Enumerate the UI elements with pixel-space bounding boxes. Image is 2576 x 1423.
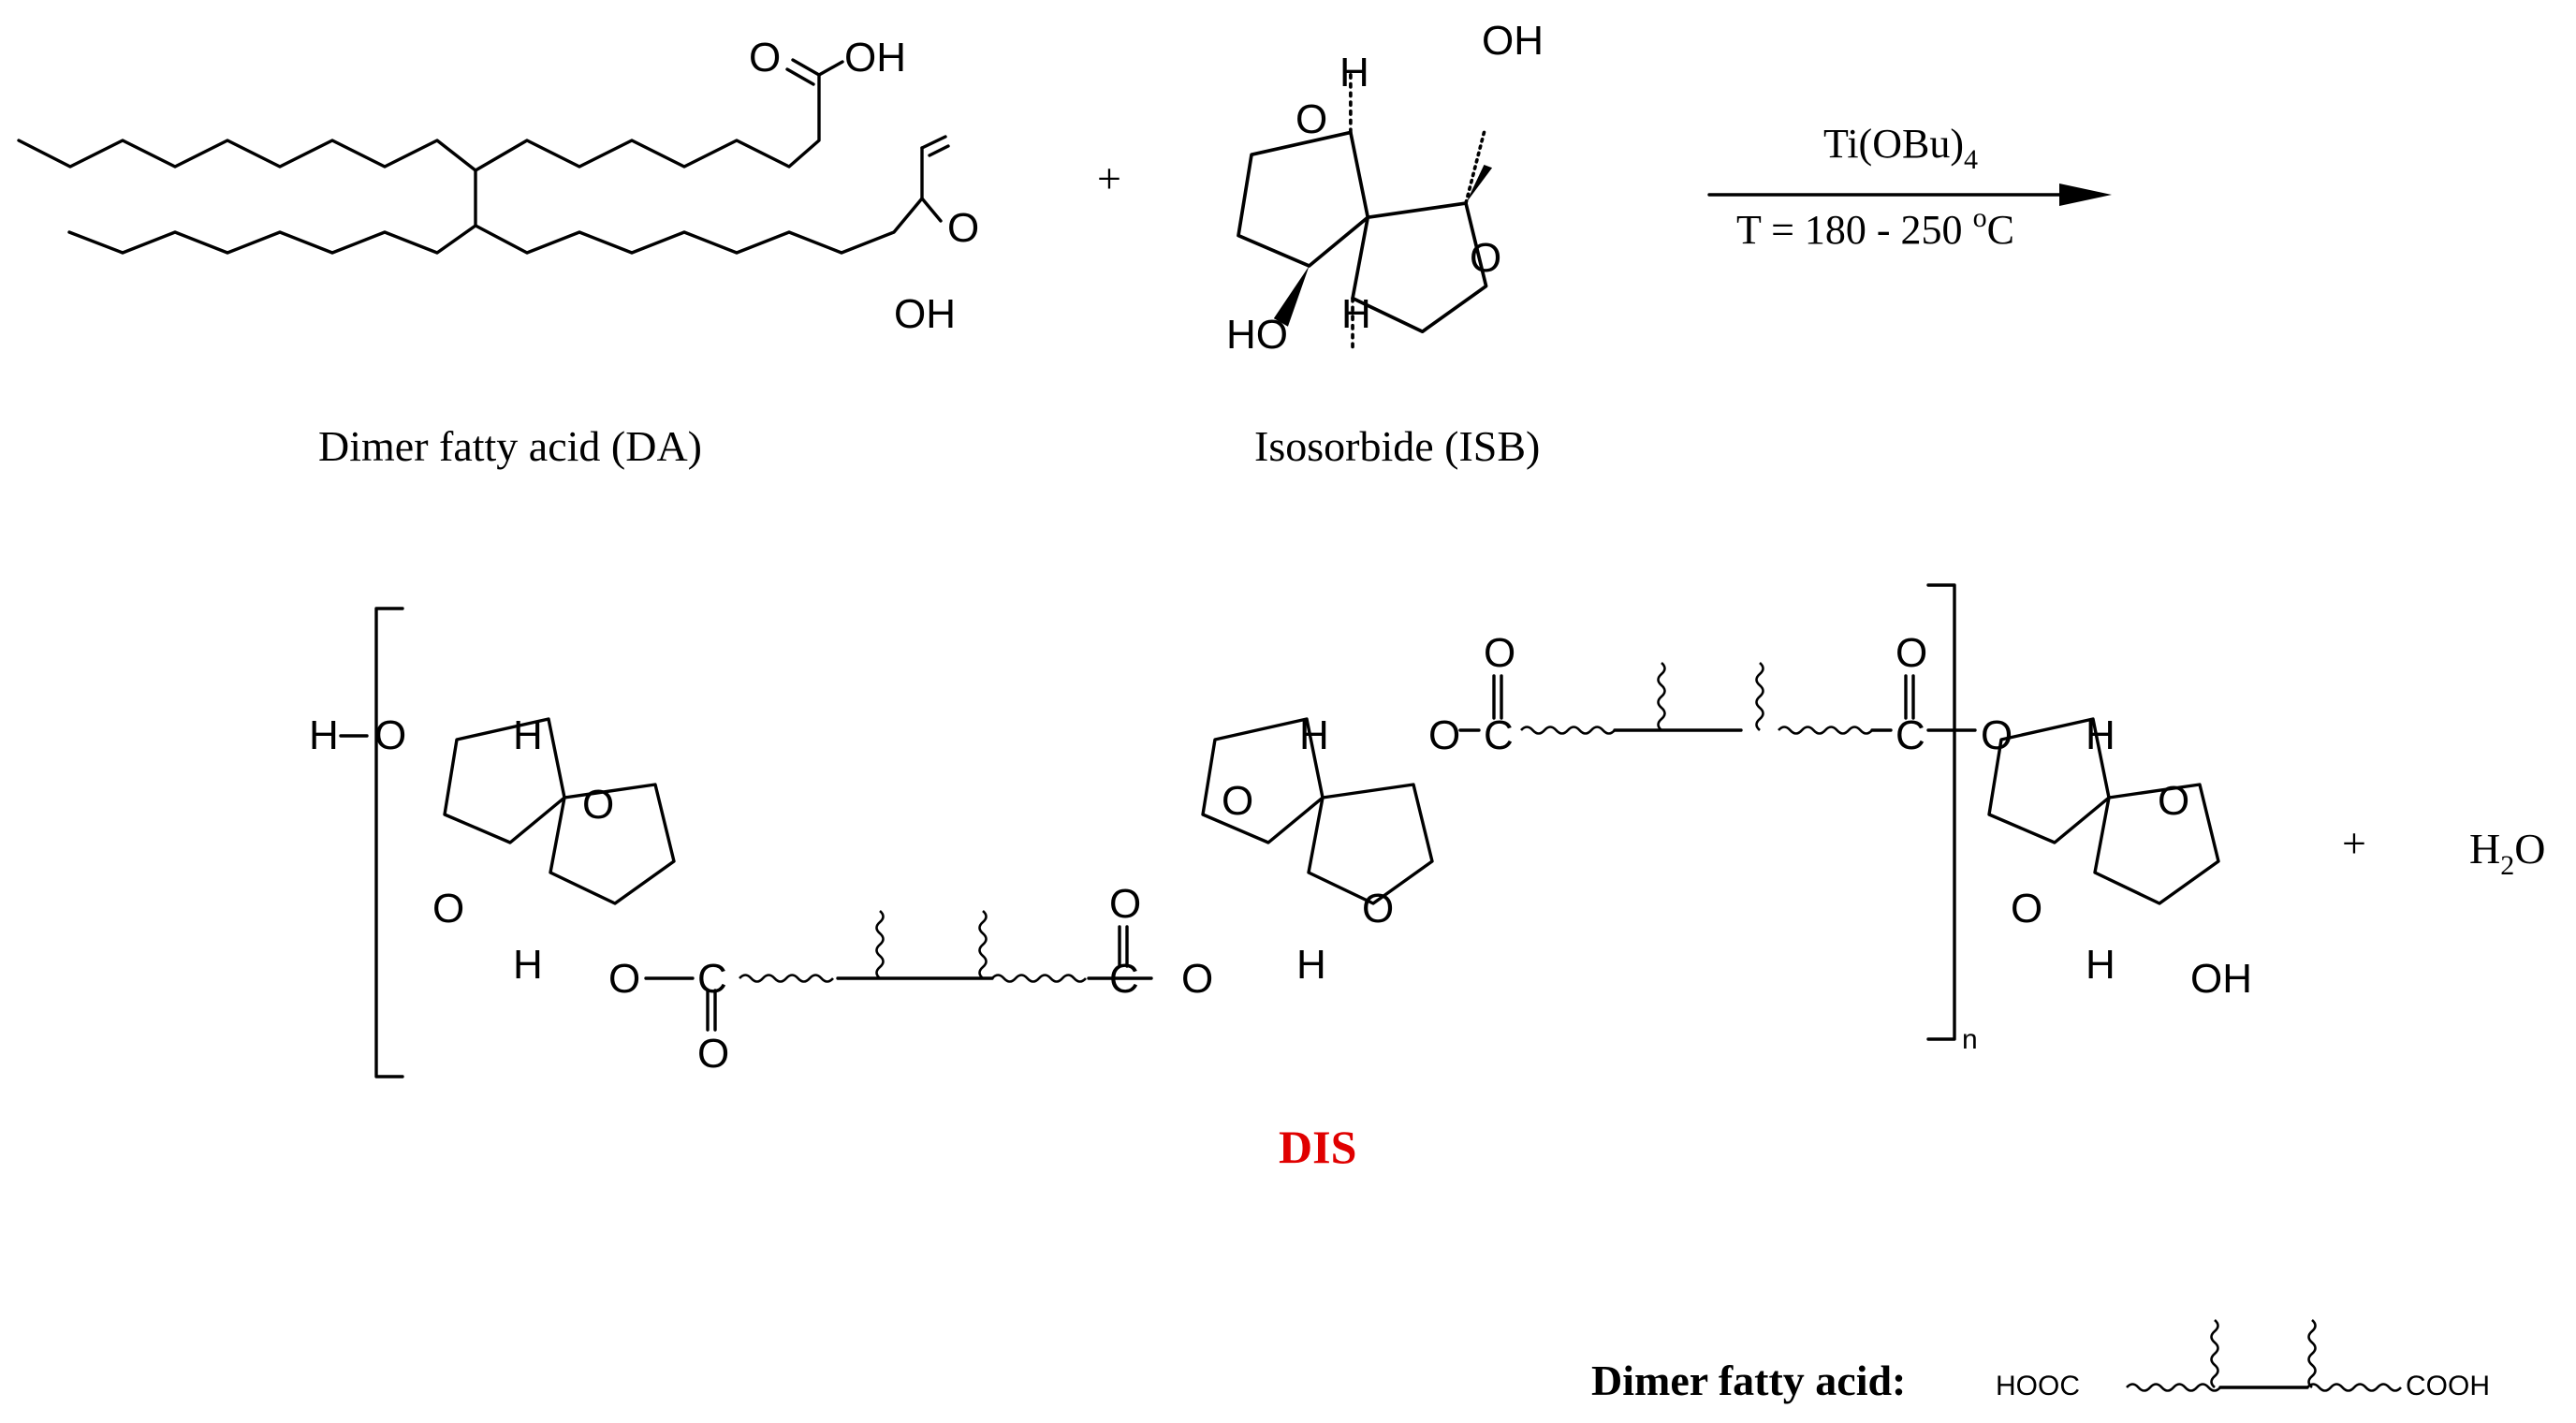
p2-h-bottom: H [1296,942,1326,988]
isosorbide-structure [1237,71,1493,349]
p3-ring-o: O [2158,778,2189,824]
p2-ring-o: O [1222,778,1253,824]
isb-top-h: H [1339,50,1369,95]
product-ester-linkages [644,661,1977,1032]
temperature-label: T = 180 - 250 oC [1736,202,2014,253]
legend-label: Dimer fatty acid: [1591,1357,1906,1404]
end-h: H [309,712,339,758]
p1-h-top: H [513,712,543,758]
repeat-subscript: n [1962,1024,1978,1055]
ester-carbonyl-o-2: O [1109,881,1141,927]
repeat-bracket-right [1926,583,1956,1041]
da-bottom-oh: OH [894,291,956,337]
p3-ring-o2: O [2011,886,2042,932]
catalyst-label: Ti(OBu)4 [1823,121,1978,175]
da-top-oh: OH [844,35,906,81]
water-formula: H2O [2469,825,2545,881]
ester-c-1: C [697,956,727,1002]
end-o: O [374,712,406,758]
isb-ring-o-left: O [1295,96,1327,142]
ester-c-2: C [1109,956,1139,1002]
p1-h-bottom: H [513,942,543,988]
ester-c-3: C [1484,712,1514,758]
isb-top-oh: OH [1482,18,1544,64]
product-plus-sign: + [2342,819,2366,867]
p2-ester-o-top: O [1428,712,1460,758]
p3-h-top: H [2086,712,2115,758]
isb-name-label: Isosorbide (ISB) [1254,422,1540,470]
product-isb-unit-3 [1987,717,2220,905]
product-name-label: DIS [1279,1121,1356,1173]
p3-end-oh: OH [2190,956,2252,1002]
product-isb-unit-1 [443,717,676,905]
p2-ester-o: O [1181,956,1213,1002]
ester-c-4: C [1895,712,1925,758]
ester-carbonyl-o-3: O [1484,630,1515,676]
ester-carbonyl-o-1: O [697,1031,729,1077]
repeat-bracket-left [374,607,404,1078]
p2-ring-o2: O [1362,886,1394,932]
p1-ring-o2: O [432,886,464,932]
da-bottom-carbonyl-o: O [947,205,979,251]
dimer-fatty-acid-structure [17,58,950,255]
da-top-carbonyl-o: O [749,35,781,81]
p3-ester-o: O [1981,712,2012,758]
p3-h-bottom: H [2086,942,2115,988]
reactant-plus-sign: + [1097,154,1121,202]
p1-ester-o: O [608,956,640,1002]
legend-dimer-skeleton [2125,1318,2403,1392]
product-isb-unit-2 [1201,717,1434,905]
ester-carbonyl-o-4: O [1895,630,1927,676]
isb-ring-o-right: O [1470,235,1501,281]
isb-bottom-ho: HO [1226,312,1288,358]
da-name-label: Dimer fatty acid (DA) [318,422,702,470]
p1-ring-o: O [582,782,614,828]
legend-hooc: HOOC [1996,1371,2080,1401]
isb-bottom-h: H [1341,291,1371,337]
p2-h-top: H [1299,712,1329,758]
reaction-arrow [1707,183,2112,206]
legend-cooh: COOH [2406,1371,2490,1401]
